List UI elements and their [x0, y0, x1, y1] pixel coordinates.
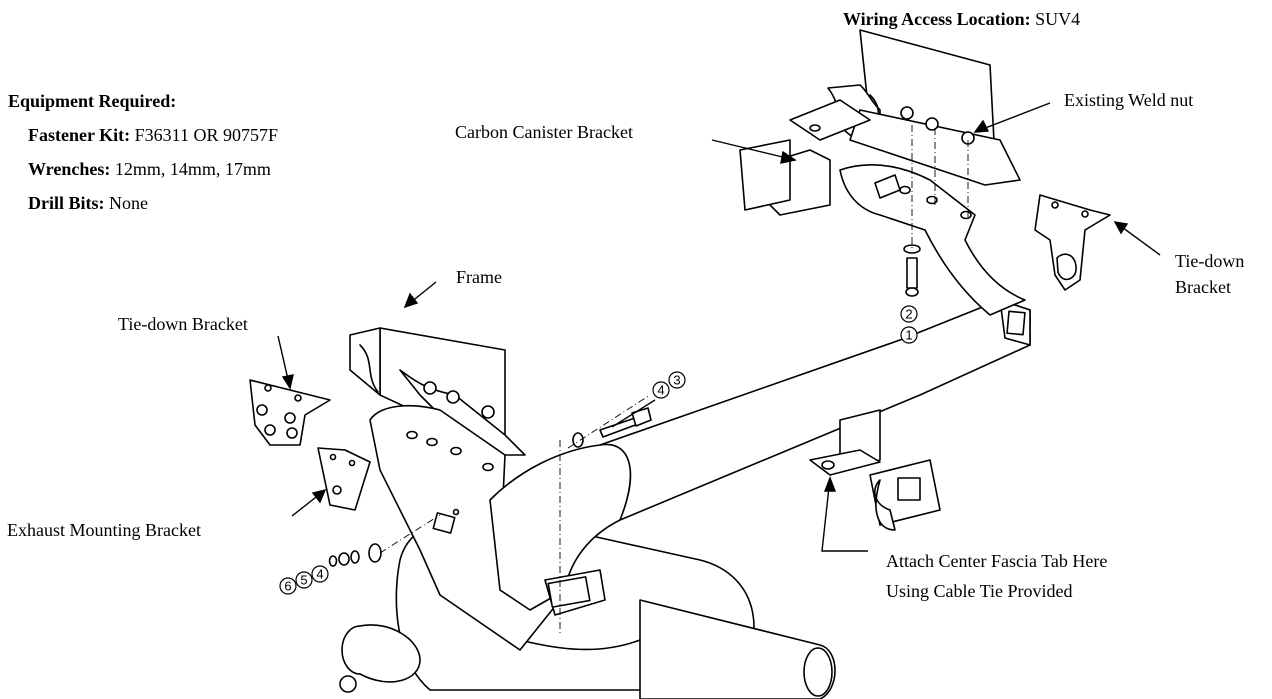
exhaust-mounting-bracket-label: Exhaust Mounting Bracket: [7, 520, 201, 540]
wrenches-line: Wrenches: 12mm, 14mm, 17mm: [28, 158, 271, 180]
wrenches-label: Wrenches:: [28, 159, 111, 179]
wiring-access-location: Wiring Access Location: SUV4: [843, 8, 1080, 30]
part-number-1: 1: [905, 328, 912, 343]
exhaust-bracket-part: [317, 447, 371, 511]
part-number-4-bottom: 4: [316, 567, 323, 582]
drill-bits-line: Drill Bits: None: [28, 192, 148, 214]
receiver-and-fascia-tab: [809, 409, 941, 531]
leader-lines: [277, 102, 1161, 552]
hardware-left: [328, 543, 382, 567]
carbon-canister-bracket-part: [739, 99, 871, 216]
part-number-6: 6: [284, 579, 291, 594]
hardware-bolt-12: [903, 244, 921, 297]
tie-down-right-label-line2: Bracket: [1175, 277, 1231, 297]
hardware-bolt-34: [572, 407, 652, 448]
part-number-2-top: 2: [905, 307, 912, 322]
tie-down-bracket-left-part: [249, 379, 331, 446]
tie-down-bracket-right-part: [1034, 194, 1111, 291]
fastener-kit-line: Fastener Kit: F36311 OR 90757F: [28, 124, 278, 146]
fascia-tab-label-line2: Using Cable Tie Provided: [886, 581, 1073, 601]
drill-bits-value: None: [109, 193, 148, 213]
right-side-plate: [839, 164, 1026, 316]
part-number-4-top: 4: [657, 383, 664, 398]
carbon-canister-bracket-label: Carbon Canister Bracket: [455, 122, 633, 142]
alignment-lines: [379, 125, 969, 635]
fascia-tab-label-line1: Attach Center Fascia Tab Here: [886, 551, 1108, 571]
tie-down-left-label: Tie-down Bracket: [118, 314, 248, 334]
wiring-access-label: Wiring Access Location:: [843, 9, 1031, 29]
frame-label: Frame: [456, 267, 502, 287]
fastener-kit-value: F36311 OR 90757F: [134, 125, 278, 145]
wiring-access-value: SUV4: [1035, 9, 1081, 29]
part-number-5: 5: [300, 573, 307, 588]
part-number-circles: [279, 305, 918, 595]
drill-bits-label: Drill Bits:: [28, 193, 105, 213]
part-number-3: 3: [673, 373, 680, 388]
fastener-kit-label: Fastener Kit:: [28, 125, 131, 145]
existing-weld-nut-label: Existing Weld nut: [1064, 90, 1194, 110]
equipment-required-title: Equipment Required:: [8, 91, 177, 111]
right-frame-rail: [827, 29, 1021, 186]
wrenches-value: 12mm, 14mm, 17mm: [114, 159, 271, 179]
tie-down-right-label-line1: Tie-down: [1175, 251, 1245, 271]
